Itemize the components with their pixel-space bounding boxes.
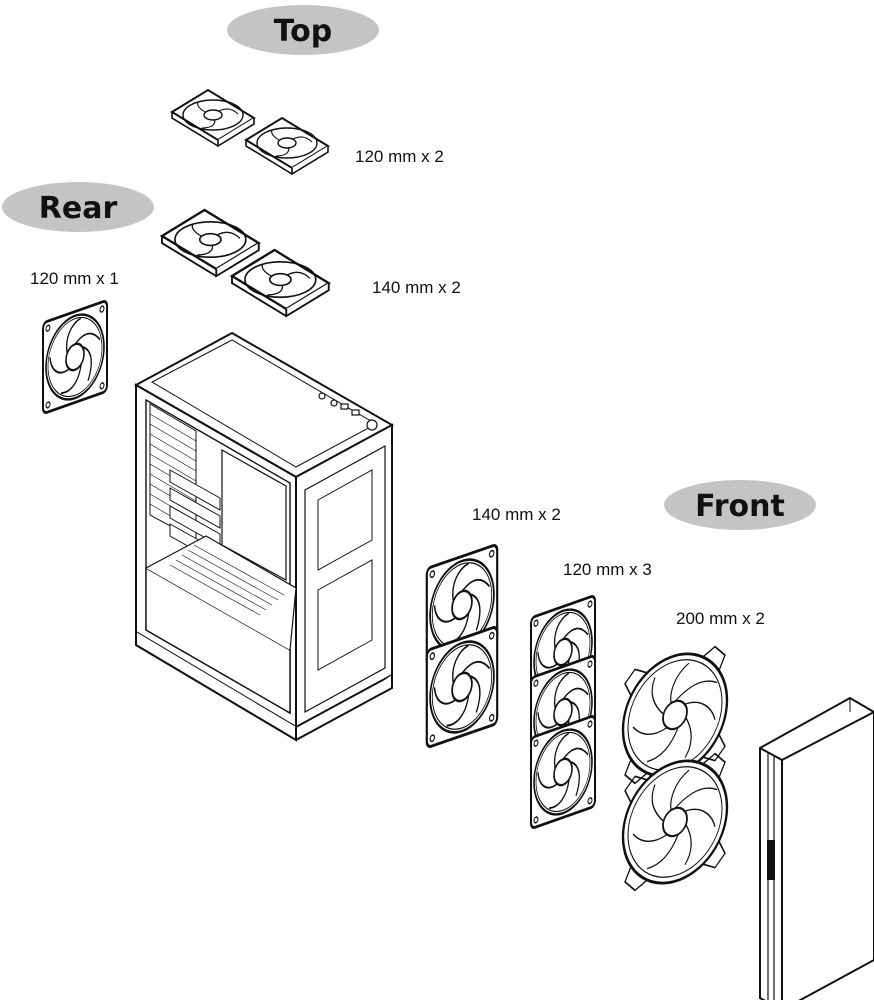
front-200mm-label: 200 mm x 2 <box>676 609 765 628</box>
front-140mm-label: 140 mm x 2 <box>472 505 561 524</box>
front-panel-cover <box>759 696 874 1000</box>
top-140mm-label: 140 mm x 2 <box>372 278 461 297</box>
rear-120mm-label: 120 mm x 1 <box>30 269 119 288</box>
pc-case <box>133 331 395 742</box>
rear-fan <box>41 298 109 416</box>
front-200mm-fans <box>621 639 729 898</box>
top-badge: Top <box>227 5 379 55</box>
front-io-buttons <box>318 392 378 431</box>
front-140mm-fans <box>425 542 499 750</box>
top-140mm-fans <box>160 208 330 318</box>
top-120mm-fans <box>171 89 329 175</box>
front-120mm-fans <box>529 593 597 831</box>
front-120mm-label: 120 mm x 3 <box>563 560 652 579</box>
rear-title: Rear <box>39 191 118 226</box>
top-120mm-label: 120 mm x 2 <box>355 147 444 166</box>
front-title: Front <box>695 489 785 524</box>
rear-badge: Rear <box>2 182 154 232</box>
top-title: Top <box>274 14 333 49</box>
front-badge: Front <box>664 480 816 530</box>
